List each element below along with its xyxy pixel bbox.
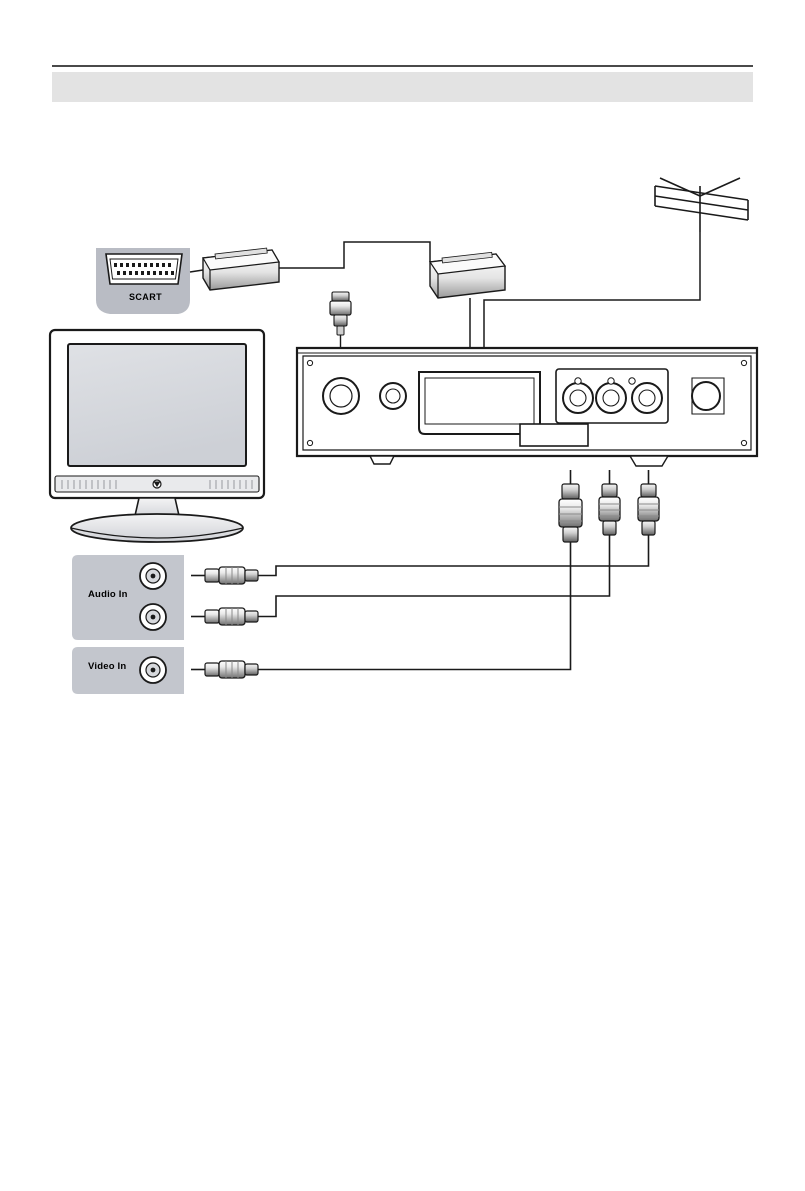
- scart-label: SCART: [129, 292, 162, 302]
- rca-plug-tv-audio-2: [191, 607, 259, 626]
- rf-plug: [329, 291, 352, 352]
- rca-plug-tv-video: [191, 660, 259, 679]
- audio-cable-left: [258, 535, 611, 618]
- scart-cable: [279, 241, 431, 269]
- rca-plug-receiver-audio-1: [598, 470, 621, 536]
- aerial-cable: [483, 232, 701, 352]
- rca-plug-receiver-audio-2: [637, 470, 660, 536]
- video-in-label: Video In: [88, 661, 127, 672]
- receiver-rear-panel: [295, 346, 759, 467]
- video-cable: [258, 542, 572, 671]
- rca-plug-receiver-video: [558, 470, 583, 543]
- audio-in-label: Audio In: [88, 589, 128, 600]
- scart-plug-left: [202, 247, 280, 291]
- header-band: [52, 72, 753, 102]
- scart-connector-block: [96, 248, 190, 314]
- header-rule: [52, 65, 753, 67]
- tv-video-input-panel: [72, 647, 184, 694]
- scart-lead-stub: [189, 269, 204, 273]
- audio-cable-right: [258, 535, 650, 577]
- aerial-icon: [654, 177, 749, 232]
- television: [48, 328, 266, 543]
- rca-plug-tv-audio-1: [191, 566, 259, 585]
- scart-plug-right: [428, 251, 507, 299]
- tv-audio-input-panel: [72, 555, 184, 640]
